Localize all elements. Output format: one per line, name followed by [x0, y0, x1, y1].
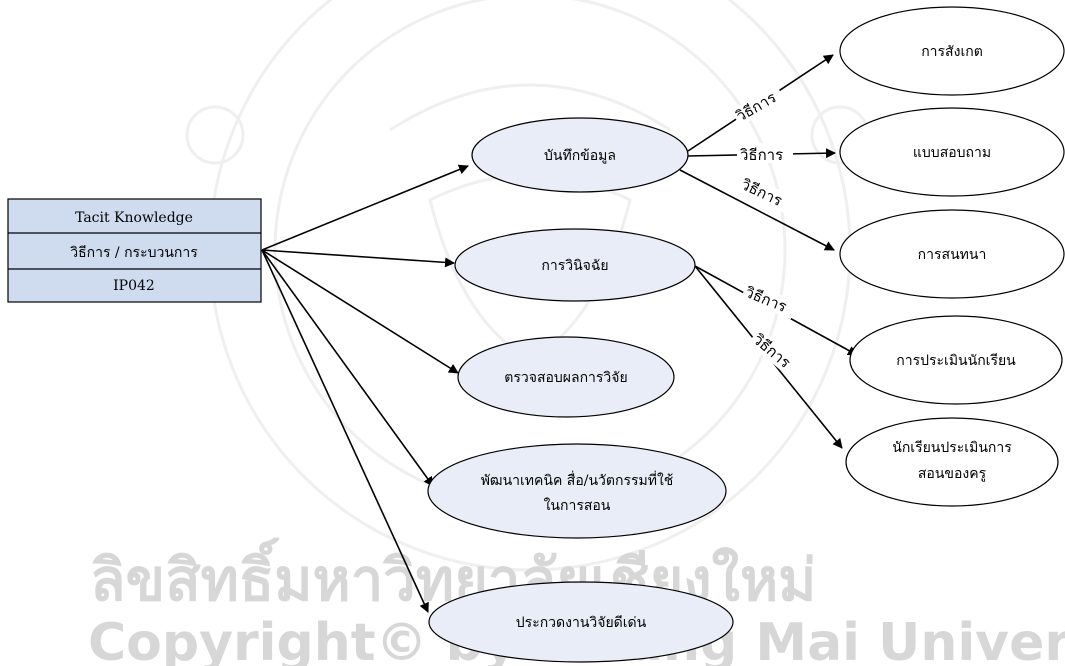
edge-label-conversation: วิธีการ [738, 175, 785, 210]
edge-labels: วิธีการ วิธีการ วิธีการ วิธีการ วิธีการ [730, 84, 802, 378]
node-record-label: บันทึกข้อมูล [544, 148, 616, 164]
node-verify-label: ตรวจสอบผลการวิจัย [504, 370, 627, 386]
edge-label-observe: วิธีการ [733, 88, 780, 125]
node-questionnaire-label: แบบสอบถาม [913, 145, 991, 161]
node-conversation: การสนทนา [839, 209, 1065, 299]
edge-source-verify [261, 249, 459, 374]
source-box-code: IP042 [113, 278, 155, 294]
edge-source-diagnose [261, 249, 455, 268]
edge-source-contest [261, 249, 429, 613]
source-connectors [261, 164, 469, 613]
node-contest-label: ประกวดงานวิจัยดีเด่น [516, 615, 647, 631]
node-develop-label-1: พัฒนาเทคนิค สื่อ/นวัตกรรมที่ใช้ [481, 471, 674, 489]
source-box-title: Tacit Knowledge [75, 210, 193, 226]
edge-source-develop [261, 249, 434, 487]
node-verify: ตรวจสอบผลการวิจัย [457, 336, 675, 418]
node-contest: ประกวดงานวิจัยดีเด่น [428, 581, 734, 663]
source-box: Tacit Knowledge วิธีการ / กระบวนการ IP04… [7, 198, 262, 303]
edge-record-conversation [679, 169, 835, 251]
edge-label-questionnaire: วิธีการ [739, 146, 783, 164]
node-diagnose-label: การวินิจฉัย [541, 258, 608, 274]
node-questionnaire: แบบสอบถาม [839, 107, 1065, 197]
node-teacher-eval: นักเรียนประเมินการ สอนของครู [845, 417, 1059, 507]
node-diagnose: การวินิจฉัย [454, 228, 696, 302]
node-record: บันทึกข้อมูล [471, 117, 689, 193]
node-teacher-eval-label-1: นักเรียนประเมินการ [892, 440, 1012, 456]
method-connectors [679, 54, 858, 449]
node-conversation-label: การสนทนา [918, 247, 987, 263]
node-student-eval: การประเมินนักเรียน [849, 315, 1063, 405]
source-box-subtitle: วิธีการ / กระบวนการ [70, 245, 198, 261]
node-develop: พัฒนาเทคนิค สื่อ/นวัตกรรมที่ใช้ ในการสอน [427, 443, 727, 539]
node-teacher-eval-label-2: สอนของครู [918, 466, 987, 482]
node-student-eval-label: การประเมินนักเรียน [896, 353, 1016, 369]
node-observe: การสังเกต [839, 6, 1065, 96]
node-develop-label-2: ในการสอน [544, 497, 611, 514]
edge-source-record [261, 164, 469, 251]
node-observe-label: การสังเกต [921, 44, 983, 60]
